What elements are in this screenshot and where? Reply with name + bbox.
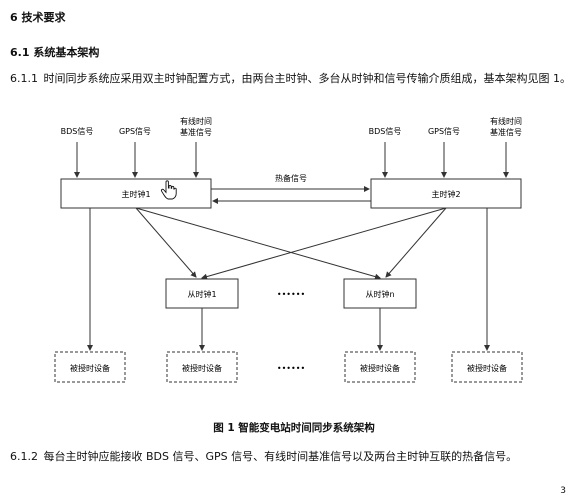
device-label-2: 被授时设备 — [182, 363, 222, 373]
figure-caption: 图 1 智能变电站时间同步系统架构 — [213, 422, 375, 434]
input-label-gps-left: GPS信号 — [119, 126, 151, 136]
link-m2-sn — [385, 207, 447, 278]
device-label-3: 被授时设备 — [360, 363, 400, 373]
device-label-1: 被授时设备 — [70, 363, 110, 373]
architecture-diagram: BDS信号 GPS信号 有线时间 基准信号 BDS信号 GPS信号 有线时间 基… — [54, 116, 523, 383]
ellipsis-slaves: •••••• — [277, 290, 305, 299]
hot-standby-label: 热备信号 — [275, 173, 307, 183]
device-box-1 — [54, 351, 126, 383]
input-label-wired-left-1: 有线时间 — [180, 116, 212, 126]
slave-clock-1-label: 从时钟1 — [187, 289, 216, 299]
master-clock-2-label: 主时钟2 — [431, 189, 460, 199]
paragraph-text: 时间同步系统应采用双主时钟配置方式，由两台主时钟、多台从时钟和信号传输介质组成，… — [43, 72, 572, 85]
device-box-3 — [344, 351, 416, 383]
device-box-2 — [166, 351, 238, 383]
master-clock-1-label: 主时钟1 — [121, 189, 150, 199]
input-label-wired-right-2: 基准信号 — [490, 127, 522, 137]
hand-cursor-icon — [160, 180, 177, 200]
subsection-heading: 6.1 系统基本架构 — [10, 46, 100, 59]
ellipsis-devices: •••••• — [277, 364, 305, 373]
slave-clock-n-box — [343, 278, 417, 309]
input-label-bds-left: BDS信号 — [61, 126, 94, 136]
input-label-wired-left-2: 基准信号 — [180, 127, 212, 137]
paragraph-text: 每台主时钟应能接收 BDS 信号、GPS 信号、有线时间基准信号以及两台主时钟互… — [43, 450, 518, 463]
link-m2-s1 — [201, 207, 447, 280]
paragraph-6-1-1: 6.1.1 时间同步系统应采用双主时钟配置方式，由两台主时钟、多台从时钟和信号传… — [10, 70, 576, 88]
link-m1-s1 — [135, 207, 197, 278]
link-m1-sn — [135, 207, 381, 280]
device-label-4: 被授时设备 — [467, 363, 507, 373]
input-label-wired-right-1: 有线时间 — [490, 116, 522, 126]
input-label-bds-right: BDS信号 — [369, 126, 402, 136]
page-number: 3 — [560, 486, 566, 496]
slave-clock-n-label: 从时钟n — [365, 289, 394, 299]
input-label-gps-right: GPS信号 — [428, 126, 460, 136]
paragraph-number: 6.1.1 — [10, 72, 38, 85]
paragraph-number: 6.1.2 — [10, 450, 38, 463]
section-heading: 6 技术要求 — [10, 11, 66, 24]
device-box-4 — [451, 351, 523, 383]
master-clock-1-box — [60, 178, 212, 209]
paragraph-6-1-2: 6.1.2 每台主时钟应能接收 BDS 信号、GPS 信号、有线时间基准信号以及… — [10, 448, 576, 466]
master-clock-2-box — [370, 178, 522, 209]
slave-clock-1-box — [165, 278, 239, 309]
